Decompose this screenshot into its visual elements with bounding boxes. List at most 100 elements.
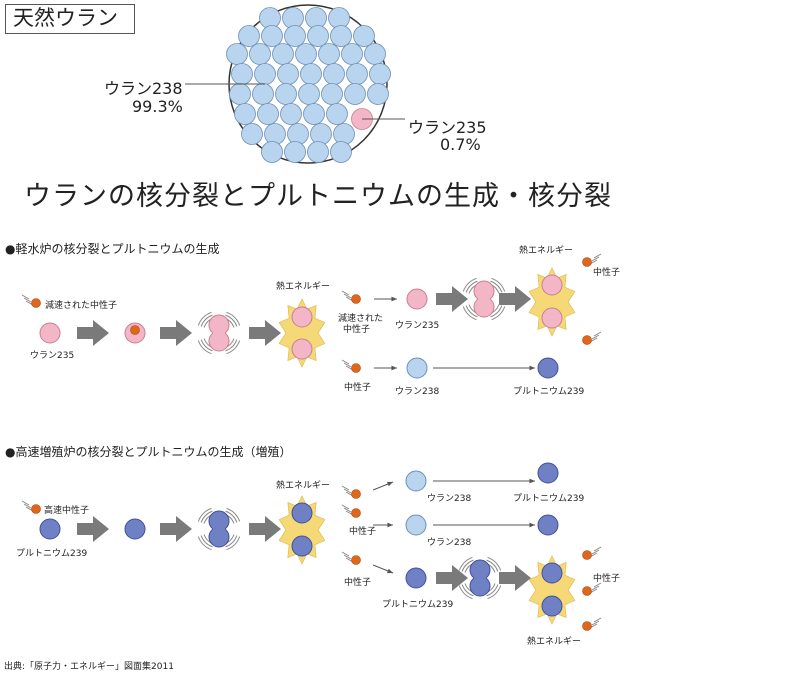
u238-atom	[307, 25, 329, 47]
u238-nucleus	[406, 357, 428, 379]
u238-atom	[272, 43, 294, 65]
reaction-arrowhead	[529, 365, 535, 371]
process-arrow	[436, 565, 468, 591]
u238-atom	[326, 103, 348, 125]
fission-fragment	[541, 307, 563, 329]
fission-flow	[21, 253, 602, 631]
u235-label: ウラン235	[408, 118, 487, 137]
s1-energy-label-2: 熱エネルギー	[519, 246, 574, 256]
vibration-line	[461, 584, 474, 597]
u235-nucleus	[406, 288, 428, 310]
u238-atom	[252, 83, 274, 105]
u238-label: ウラン238	[104, 79, 183, 98]
s1-u235-label-2: ウラン235	[395, 321, 440, 331]
u238-atom	[280, 103, 302, 125]
s1-slow-neutron-label-2b: 中性子	[343, 325, 371, 335]
u238-atom	[310, 123, 332, 145]
reaction-arrowhead	[529, 522, 535, 528]
vibration-line	[458, 585, 473, 600]
u238-atom	[238, 25, 260, 47]
u238-atom	[277, 63, 299, 85]
motion-line	[341, 290, 350, 296]
neutron	[31, 298, 41, 308]
vibration-line	[487, 556, 502, 571]
process-arrow	[77, 320, 109, 346]
pu239-nucleus	[537, 514, 559, 536]
s1-slow-neutron-label-2a: 減速された	[338, 314, 384, 324]
vibration-line	[462, 306, 477, 321]
motion-line	[23, 503, 32, 509]
process-arrow	[499, 565, 531, 591]
neutron	[582, 335, 592, 345]
motion-line	[343, 362, 352, 368]
s2-pu239-label-a: プルトニウム239	[513, 494, 585, 504]
motion-line	[591, 585, 600, 591]
process-arrow	[77, 516, 109, 542]
u238-atom	[275, 83, 297, 105]
motion-line	[591, 256, 600, 262]
neutron	[351, 363, 361, 373]
vibration-line	[225, 510, 238, 523]
pu239-nucleus	[405, 567, 427, 589]
energy-burst	[528, 267, 576, 337]
fission-fragment	[291, 535, 313, 557]
energy-burst	[278, 298, 326, 368]
u238-atom	[341, 43, 363, 65]
vibration-line	[200, 510, 213, 523]
s1-slow-neutron-label: 減速された中性子	[45, 301, 118, 311]
u238-percent: 99.3%	[132, 97, 183, 116]
splitting-nucleus-waist	[213, 521, 225, 537]
u238-atom	[346, 63, 368, 85]
splitting-nucleus-waist	[213, 325, 225, 341]
motion-line	[591, 620, 600, 626]
u238-atom	[234, 103, 256, 125]
u235-percent: 0.7%	[440, 135, 481, 154]
vibration-line	[200, 314, 213, 327]
fission-fragment	[541, 562, 563, 584]
s2-energy-label-2: 熱エネルギー	[527, 637, 582, 647]
s1-energy-label: 熱エネルギー	[276, 282, 331, 292]
vibration-line	[490, 280, 503, 293]
title-box: 天然ウラン	[5, 4, 135, 34]
vibration-line	[226, 507, 241, 522]
vibration-line	[462, 277, 477, 292]
motion-line	[593, 617, 602, 623]
s1-neutron-label-top: 中性子	[593, 268, 621, 278]
fission-fragment	[541, 274, 563, 296]
vibration-line	[487, 585, 502, 600]
u238-atom	[303, 103, 325, 125]
u235-nucleus	[39, 322, 61, 344]
u238-atom	[295, 43, 317, 65]
u238-atom	[318, 43, 340, 65]
vibration-line	[491, 306, 506, 321]
motion-line	[341, 359, 350, 365]
s2-pu239-label: プルトニウム239	[16, 549, 88, 559]
vibration-line	[197, 311, 212, 326]
pu239-nucleus	[39, 518, 61, 540]
neutron	[351, 489, 361, 499]
motion-line	[591, 334, 600, 340]
reaction-arrowhead	[387, 481, 393, 487]
u238-atom	[321, 83, 343, 105]
reaction-arrowhead	[387, 522, 393, 528]
vibration-line	[465, 280, 478, 293]
u238-atom	[330, 25, 352, 47]
neutron	[130, 325, 140, 335]
natural-uranium-circle	[185, 4, 405, 164]
u238-atom	[261, 25, 283, 47]
vibration-line	[225, 339, 238, 352]
u238-atom	[254, 63, 276, 85]
process-arrow	[436, 286, 468, 312]
fission-fragment	[291, 502, 313, 524]
u238-atom	[369, 63, 391, 85]
motion-line	[341, 485, 350, 491]
u238-atom	[229, 83, 251, 105]
vibration-line	[226, 340, 241, 355]
s2-pu239-label-c: プルトニウム239	[382, 600, 454, 610]
u238-atom	[353, 25, 375, 47]
motion-line	[593, 331, 602, 337]
vibration-lines	[197, 311, 241, 355]
motion-line	[343, 507, 352, 513]
process-arrow	[249, 516, 281, 542]
s2-fast-neutron-label: 高速中性子	[44, 506, 90, 516]
